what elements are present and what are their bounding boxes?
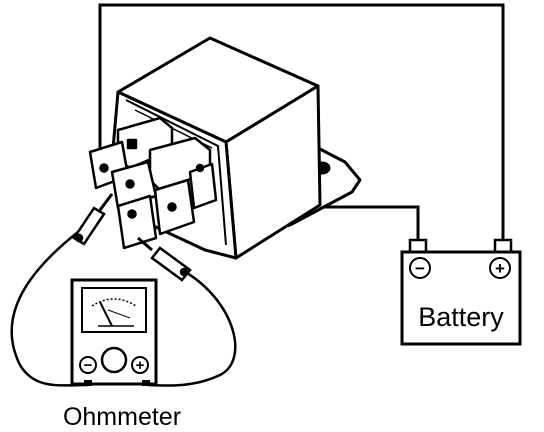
meter-positive-symbol: +	[136, 357, 145, 374]
ohmmeter-needle	[99, 301, 113, 327]
battery: − + Battery	[400, 238, 522, 346]
left-probe	[72, 193, 114, 246]
left-probe-wire	[10, 231, 89, 387]
ohmmeter-positive-jack	[131, 356, 149, 374]
terminal-3	[116, 194, 158, 250]
battery-positive-post	[493, 238, 513, 254]
wire-to-battery-positive	[98, 3, 505, 240]
battery-positive-icon	[489, 257, 511, 279]
ohmmeter-label: Ohmmeter	[63, 403, 181, 431]
right-probe-wire	[147, 268, 237, 387]
ohmmeter-leads	[10, 231, 237, 387]
battery-positive-symbol: +	[495, 259, 505, 278]
meter-negative-symbol: −	[84, 357, 93, 374]
relay-terminals	[88, 116, 218, 250]
battery-negative-icon	[409, 257, 431, 279]
battery-label: Battery	[418, 302, 504, 332]
ohmmeter: − +	[70, 278, 158, 386]
ohmmeter-scale	[91, 298, 137, 307]
battery-negative-post	[408, 238, 428, 254]
ohmmeter-adjust-knob	[100, 346, 128, 374]
ohmmeter-dial-window	[81, 287, 147, 333]
battery-negative-symbol: −	[415, 259, 425, 278]
right-probe	[137, 236, 192, 282]
ohmmeter-negative-jack	[79, 356, 97, 374]
